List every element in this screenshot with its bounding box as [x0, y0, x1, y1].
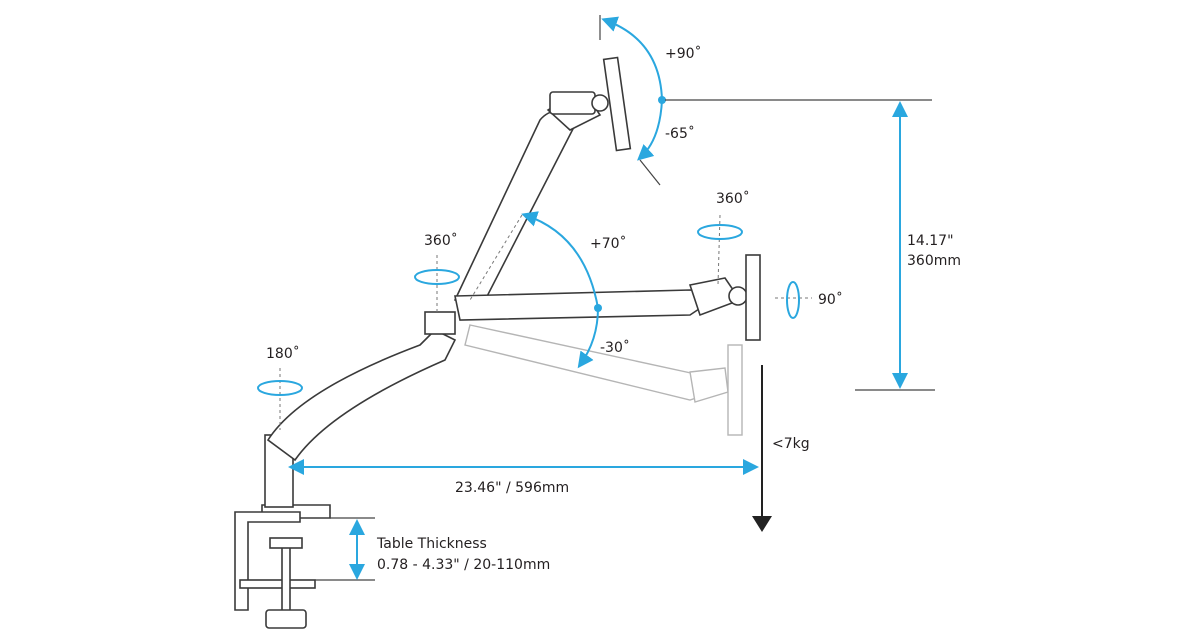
base-swivel-indicator: 180˚ — [257, 345, 303, 430]
reach-dimension: 23.46" / 596mm — [288, 459, 759, 496]
weight-label: <7kg — [772, 436, 810, 452]
lower-arm — [264, 311, 457, 508]
arm-up-label: +70˚ — [590, 235, 627, 252]
raised-arm — [453, 56, 632, 312]
weight-indicator: <7kg — [752, 365, 810, 532]
tilt-up-label: +90˚ — [665, 45, 702, 62]
elbow-swivel-label: 360˚ — [424, 232, 458, 249]
rotation-label: 90˚ — [818, 291, 843, 308]
arm-down-label: -30˚ — [600, 339, 630, 356]
table-thickness-title: Table Thickness — [376, 536, 487, 552]
rotation-indicator: 90˚ — [775, 281, 843, 319]
base-swivel-label: 180˚ — [266, 345, 300, 362]
desk-clamp — [234, 504, 331, 629]
height-mm: 360mm — [907, 253, 961, 269]
monitor-swivel-indicator: 360˚ — [697, 190, 750, 286]
table-thickness-value: 0.78 - 4.33" / 20-110mm — [377, 557, 550, 573]
arm-angle-indicator: +70˚ -30˚ — [469, 211, 630, 369]
monitor-swivel-label: 360˚ — [716, 190, 750, 207]
height-inches: 14.17" — [907, 233, 954, 249]
tilt-indicator: +90˚ -65˚ — [599, 15, 702, 186]
elbow-swivel-indicator: 360˚ — [414, 232, 460, 315]
table-thickness-dimension: Table Thickness 0.78 - 4.33" / 20-110mm — [315, 517, 550, 581]
reach-label: 23.46" / 596mm — [455, 480, 569, 496]
height-dimension: 14.17" 360mm — [665, 99, 961, 391]
tilt-down-label: -65˚ — [665, 125, 695, 142]
